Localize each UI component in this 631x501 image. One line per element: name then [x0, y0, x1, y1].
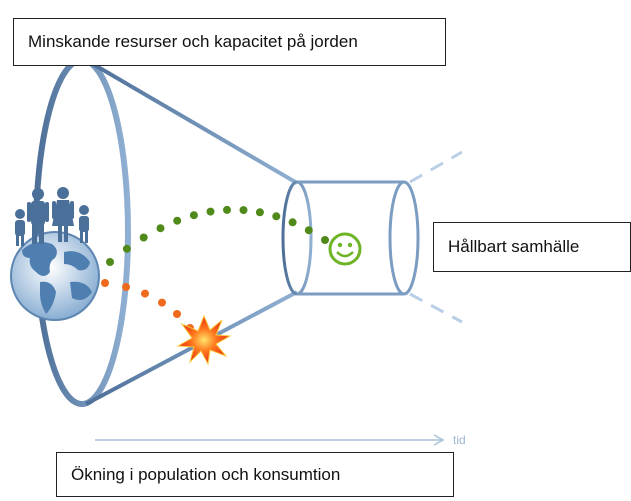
- orange-dotted-path: [101, 279, 194, 332]
- orange-dot: [141, 289, 149, 298]
- orange-dot: [122, 283, 130, 291]
- label-population-growth-text: Ökning i population och konsumtion: [71, 464, 341, 484]
- green-dot: [304, 226, 313, 235]
- people-icon: [15, 187, 89, 246]
- label-diminishing-resources-text: Minskande resurser och kapacitet på jord…: [28, 32, 358, 51]
- dashed-extension: [409, 150, 463, 324]
- green-dot: [139, 233, 148, 242]
- green-dotted-path: [106, 205, 329, 266]
- dashed-line-top: [409, 150, 463, 184]
- funnel-cone: [33, 57, 313, 407]
- green-dot: [106, 258, 114, 266]
- cylinder: [297, 180, 420, 296]
- green-dot: [321, 236, 329, 244]
- funnel-neck-ellipse: [281, 180, 313, 296]
- green-dot: [189, 211, 198, 220]
- orange-dot: [101, 279, 109, 287]
- green-dot: [206, 207, 215, 216]
- green-dot: [272, 212, 281, 221]
- green-dot: [255, 208, 264, 217]
- green-dot: [156, 224, 165, 233]
- explosion-icon: [176, 314, 232, 366]
- label-population-growth: Ökning i population och konsumtion: [56, 452, 454, 497]
- label-sustainable-society-text: Hållbart samhälle: [448, 237, 580, 256]
- green-dot: [223, 205, 231, 214]
- label-diminishing-resources: Minskande resurser och kapacitet på jord…: [13, 18, 446, 66]
- green-dot: [239, 206, 248, 215]
- dashed-line-bottom: [409, 292, 463, 324]
- orange-dot: [173, 310, 181, 318]
- cylinder-end-ellipse: [388, 180, 420, 296]
- green-dot: [173, 216, 182, 225]
- smiley-icon: [328, 232, 362, 266]
- globe-icon: [10, 231, 100, 321]
- label-sustainable-society: Hållbart samhälle: [433, 222, 631, 272]
- green-dot: [288, 218, 297, 227]
- green-dot: [122, 244, 131, 253]
- time-axis-label: tid: [453, 433, 466, 447]
- time-arrow: tid: [95, 433, 466, 447]
- orange-dot: [158, 298, 166, 307]
- funnel-bottom-edge: [85, 290, 298, 406]
- funnel-top-edge: [84, 58, 299, 185]
